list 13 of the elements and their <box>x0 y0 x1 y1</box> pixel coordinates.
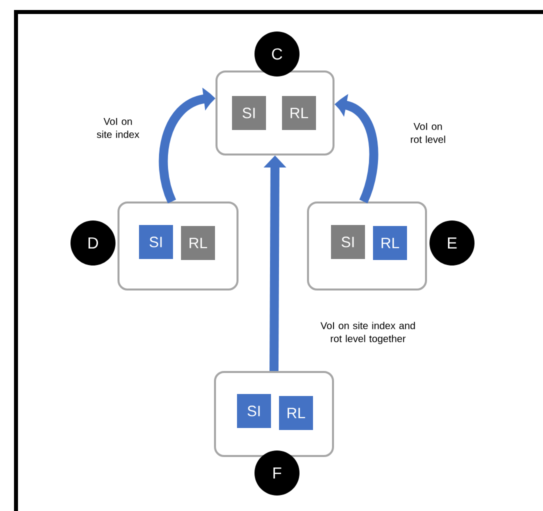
square-tile: RL <box>282 96 316 130</box>
block-arrow <box>158 89 215 204</box>
edge-label: VoI on site index and rot level together <box>320 322 415 344</box>
square-tile: SI <box>139 225 173 259</box>
block-arrow <box>335 96 378 204</box>
square-tile: SI <box>237 394 271 428</box>
square-tile: SI <box>331 225 365 259</box>
edge-label: VoI on rot level <box>410 123 446 143</box>
square-tile: RL <box>279 396 313 430</box>
edge-label: VoI on site index <box>96 118 140 138</box>
square-tile: SI <box>232 96 266 130</box>
square-tile: RL <box>181 226 215 260</box>
square-tile: RL <box>373 226 407 260</box>
